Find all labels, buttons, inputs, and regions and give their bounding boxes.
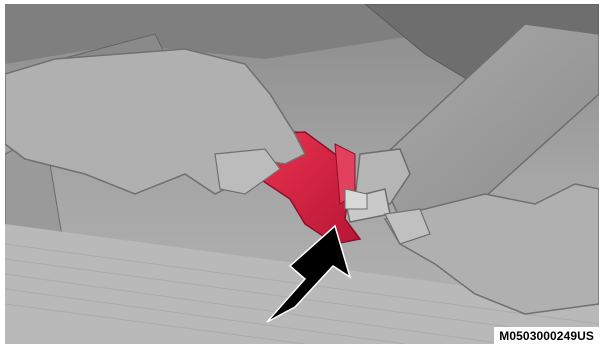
seat-belt-drawing [5,4,599,344]
seat-belt-illustration: M0503000249US [5,4,599,344]
figure-code-label: M0503000249US [494,327,599,344]
